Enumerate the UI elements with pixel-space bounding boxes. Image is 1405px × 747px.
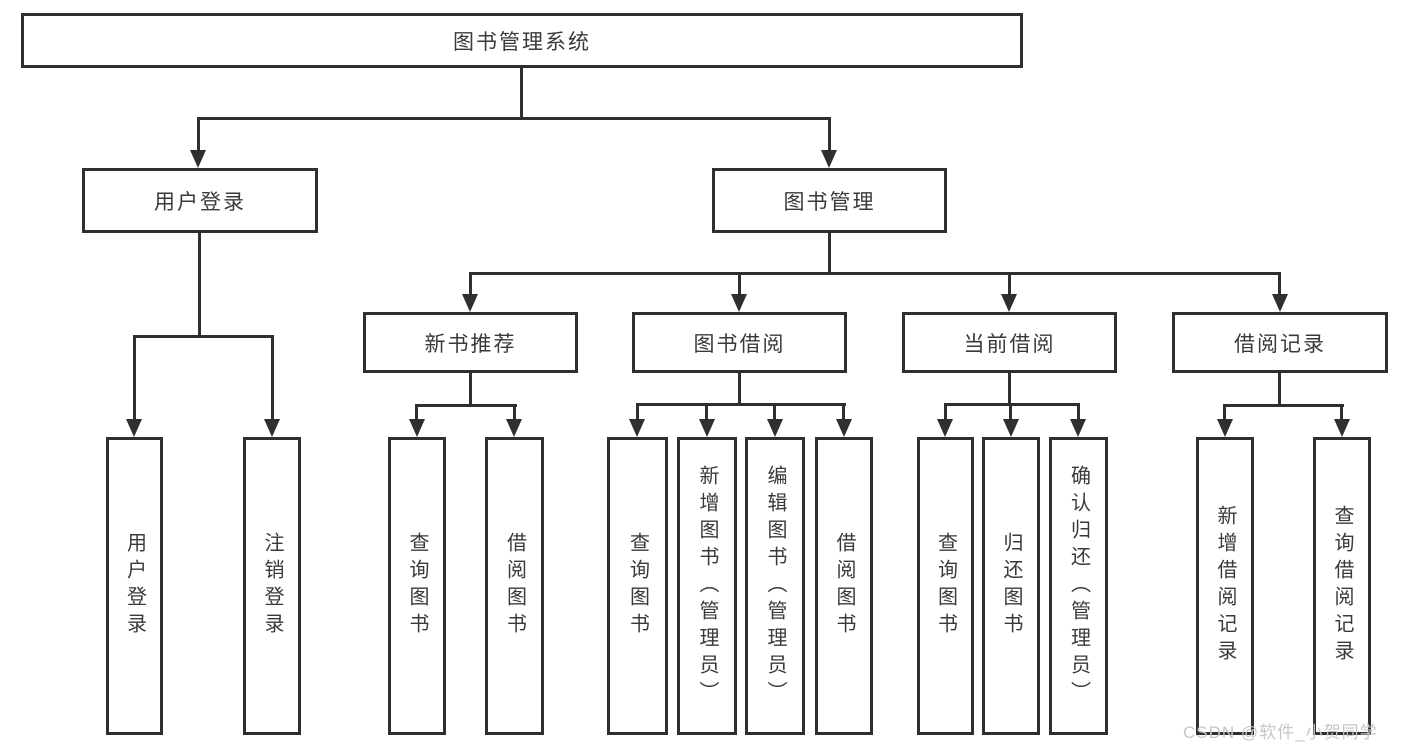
- connector-borrow-record-stem: [1278, 272, 1281, 296]
- connector-bb-edit-stem: [773, 403, 776, 421]
- node-bb-borrow-book: 借阅图书: [815, 437, 873, 735]
- connector-current-borrow-stem: [1008, 272, 1011, 296]
- node-bb-query-book: 查询图书: [607, 437, 668, 735]
- connector-bb-trunk: [738, 373, 741, 405]
- node-bb-add-book-admin-label: 新增图书（管理员）: [696, 464, 718, 708]
- node-br-query-record-label: 查询借阅记录: [1331, 505, 1353, 667]
- connector-bb-bar: [636, 403, 846, 406]
- node-cb-confirm-return-admin: 确认归还（管理员）: [1049, 437, 1108, 735]
- connector-user-login-leaf-stem: [133, 335, 136, 421]
- node-cb-return-book-label: 归还图书: [1000, 532, 1022, 640]
- node-br-query-record: 查询借阅记录: [1313, 437, 1371, 735]
- node-cb-return-book: 归还图书: [982, 437, 1040, 735]
- connector-level2-bar: [469, 272, 1281, 275]
- node-library-system: 图书管理系统: [21, 13, 1023, 68]
- connector-cb-query-stem: [944, 403, 947, 421]
- connector-bb-borrow-stem: [842, 403, 845, 421]
- connector-user-login-trunk: [198, 233, 201, 338]
- node-user-login-leaf-label: 用户登录: [123, 532, 146, 640]
- arrowhead-bb-edit: [767, 419, 783, 437]
- node-cb-confirm-return-admin-label: 确认归还（管理员）: [1067, 464, 1090, 708]
- connector-cb-trunk: [1008, 373, 1011, 405]
- connector-nbr-query-stem: [415, 404, 418, 421]
- node-user-login: 用户登录: [82, 168, 318, 233]
- arrowhead-cb-return: [1003, 419, 1019, 437]
- node-book-borrow: 图书借阅: [632, 312, 847, 373]
- arrowhead-br-add: [1217, 419, 1233, 437]
- connector-nbr-trunk: [469, 373, 472, 407]
- connector-br-query-stem: [1340, 404, 1343, 421]
- connector-book-management-trunk: [828, 233, 831, 274]
- node-nbr-query-book: 查询图书: [388, 437, 446, 735]
- connector-bb-query-stem: [636, 403, 639, 421]
- arrowhead-new-book: [462, 294, 478, 312]
- arrowhead-book-borrow: [731, 294, 747, 312]
- arrowhead-bb-borrow: [836, 419, 852, 437]
- node-new-book-recommend: 新书推荐: [363, 312, 578, 373]
- node-bb-edit-book-admin: 编辑图书（管理员）: [745, 437, 805, 735]
- node-nbr-query-book-label: 查询图书: [406, 532, 428, 640]
- connector-bb-add-stem: [705, 403, 708, 421]
- node-logout-label: 注销登录: [261, 532, 283, 640]
- connector-br-trunk: [1278, 373, 1281, 407]
- connector-nbr-borrow-stem: [513, 404, 516, 421]
- node-bb-borrow-book-label: 借阅图书: [833, 532, 855, 640]
- arrowhead-borrow-record: [1272, 294, 1288, 312]
- arrowhead-current-borrow: [1001, 294, 1017, 312]
- connector-book-management-stem: [828, 117, 831, 153]
- arrowhead-user-login: [190, 150, 206, 168]
- connector-cb-return-stem: [1009, 403, 1012, 421]
- arrowhead-bb-add: [699, 419, 715, 437]
- node-book-management: 图书管理: [712, 168, 947, 233]
- connector-nbr-bar: [415, 404, 517, 407]
- connector-new-book-stem: [469, 272, 472, 296]
- connector-user-login-bar: [133, 335, 274, 338]
- node-nbr-borrow-book: 借阅图书: [485, 437, 544, 735]
- connector-cb-confirm-stem: [1077, 403, 1080, 421]
- connector-user-login-stem: [197, 117, 200, 153]
- node-logout: 注销登录: [243, 437, 301, 735]
- node-br-add-record-label: 新增借阅记录: [1214, 505, 1236, 667]
- connector-logout-stem: [271, 335, 274, 421]
- connector-level1-bar: [197, 117, 831, 120]
- arrowhead-cb-confirm: [1070, 419, 1086, 437]
- node-bb-edit-book-admin-label: 编辑图书（管理员）: [764, 464, 786, 708]
- arrowhead-bb-query: [629, 419, 645, 437]
- arrowhead-br-query: [1334, 419, 1350, 437]
- arrowhead-book-management: [821, 150, 837, 168]
- connector-root-trunk: [520, 68, 523, 120]
- node-bb-query-book-label: 查询图书: [626, 532, 649, 640]
- node-current-borrow: 当前借阅: [902, 312, 1117, 373]
- node-cb-query-book-label: 查询图书: [934, 532, 957, 640]
- node-user-login-leaf: 用户登录: [106, 437, 163, 735]
- connector-book-borrow-stem: [738, 272, 741, 296]
- node-bb-add-book-admin: 新增图书（管理员）: [677, 437, 737, 735]
- arrowhead-cb-query: [937, 419, 953, 437]
- arrowhead-user-login-leaf: [126, 419, 142, 437]
- arrowhead-nbr-borrow: [506, 419, 522, 437]
- node-cb-query-book: 查询图书: [917, 437, 974, 735]
- csdn-watermark: CSDN @软件_小贺同学: [1183, 723, 1378, 742]
- node-nbr-borrow-book-label: 借阅图书: [503, 532, 526, 640]
- node-borrow-record: 借阅记录: [1172, 312, 1388, 373]
- node-br-add-record: 新增借阅记录: [1196, 437, 1254, 735]
- connector-cb-bar: [944, 403, 1080, 406]
- arrowhead-nbr-query: [409, 419, 425, 437]
- connector-br-bar: [1223, 404, 1344, 407]
- connector-br-add-stem: [1223, 404, 1226, 421]
- arrowhead-logout: [264, 419, 280, 437]
